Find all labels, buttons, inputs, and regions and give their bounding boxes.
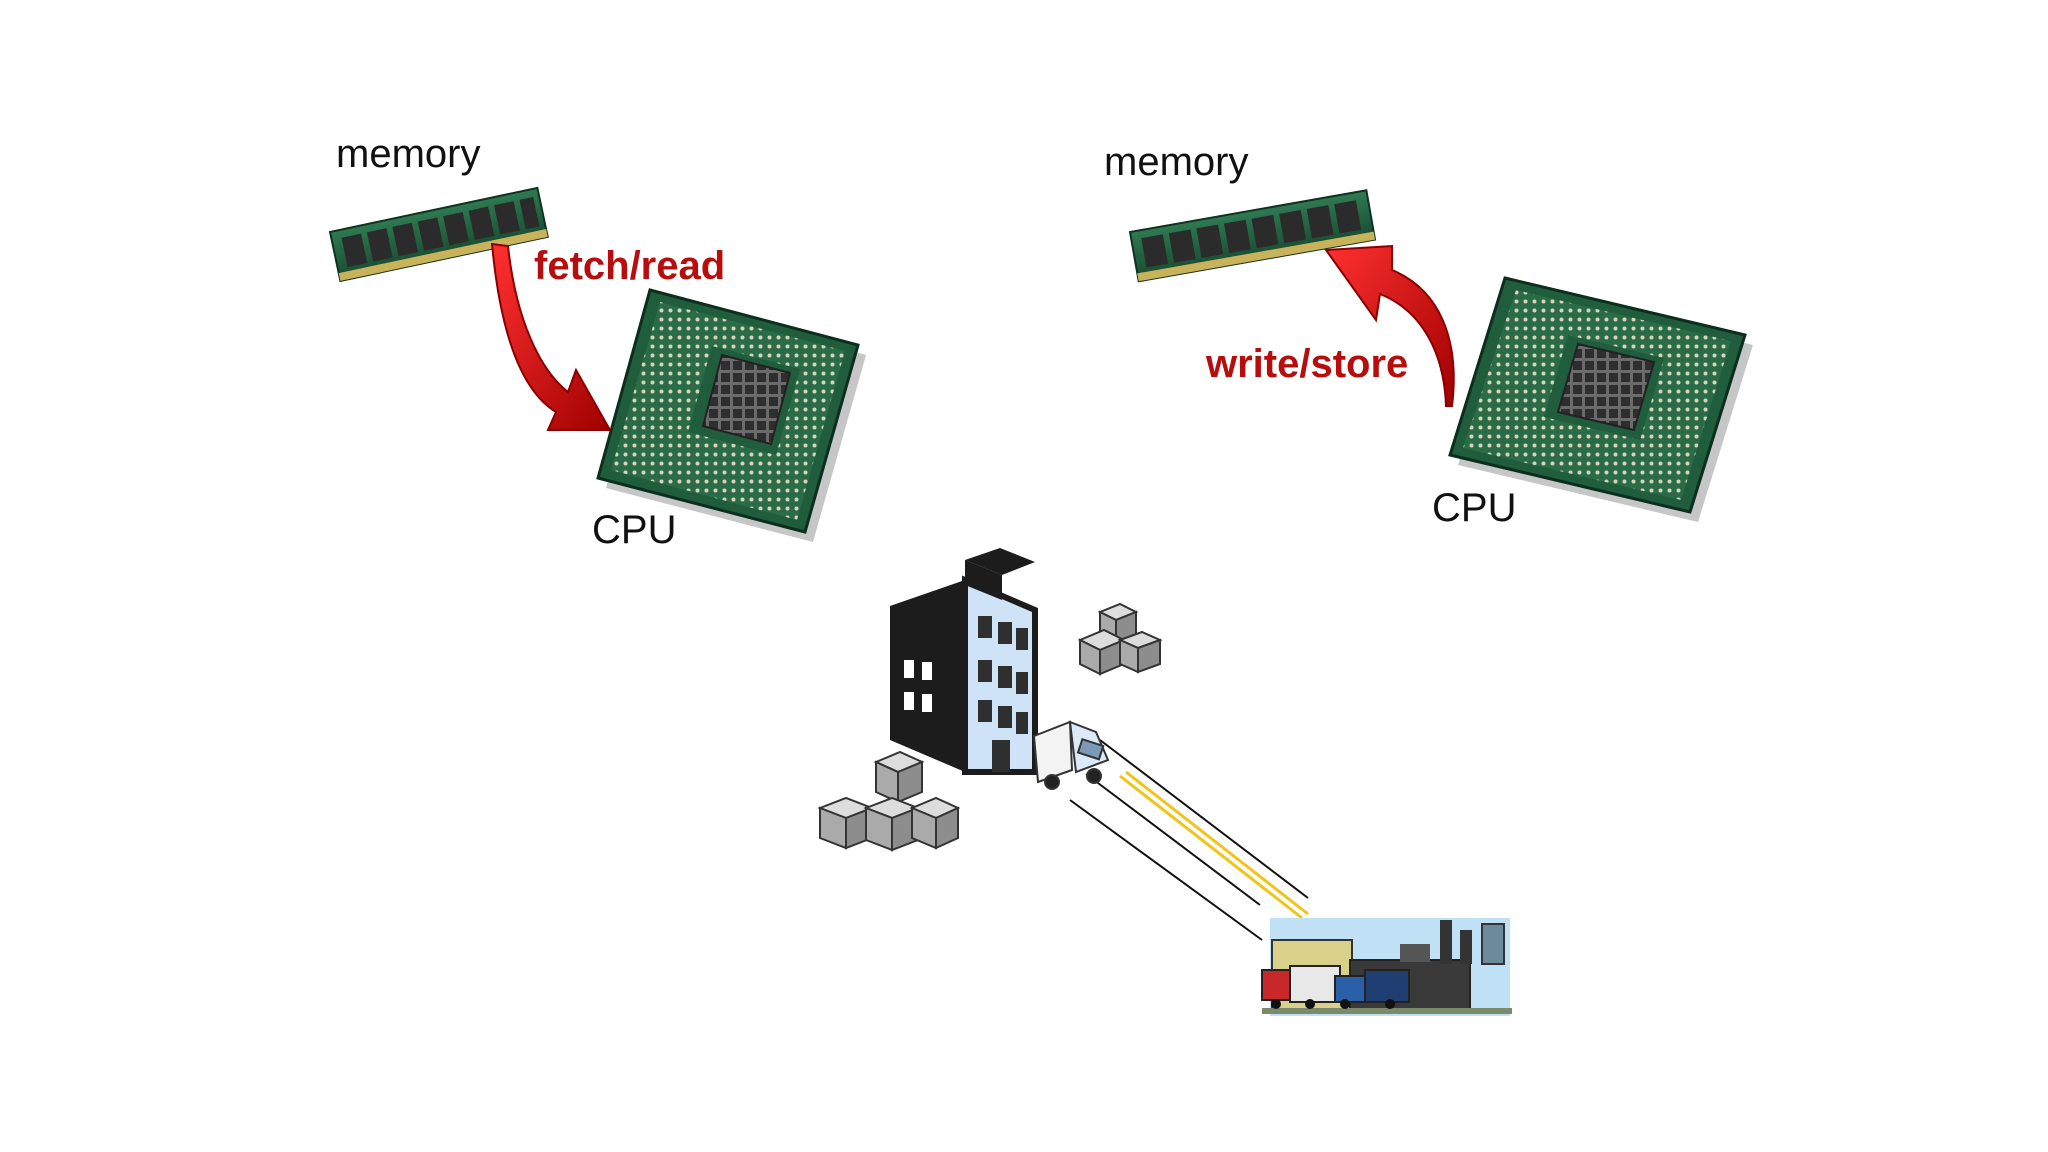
cpu-label-left: CPU [592,508,677,552]
ram-module-icon [328,186,549,283]
boxes-icon [817,750,961,852]
cpu-label-right: CPU [1432,486,1517,530]
ram-module-icon [1128,189,1377,283]
boxes-icon [1077,602,1163,676]
factory-icon [1261,918,1512,1016]
truck-icon [1032,720,1110,790]
memory-label-left: memory [336,132,481,176]
memory-label-right: memory [1104,140,1249,184]
fetch-read-label: fetch/read [534,244,726,288]
building-icon [890,548,1038,775]
curved-arrow-icon [490,242,612,431]
curved-arrow-icon [1324,244,1455,407]
cpu-chip-icon [1448,276,1753,522]
write-store-label: write/store [1206,342,1409,386]
cpu-chip-icon [596,288,866,542]
road-lines [1069,739,1309,941]
